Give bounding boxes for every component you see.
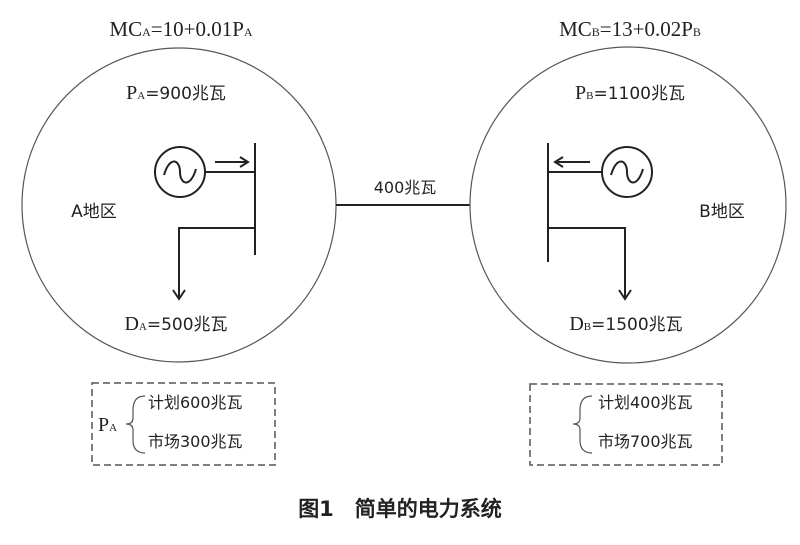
region-b: MCB=13+0.02PB PB=1100兆瓦 B地区 DB=1500兆瓦	[469, 17, 787, 364]
generator-b-icon	[601, 146, 653, 198]
region-a-name: A地区	[71, 202, 117, 222]
pa-split-label: PA	[98, 414, 117, 436]
split-box-b: 计划400兆瓦 市场700兆瓦	[529, 383, 723, 466]
split-box-a: PA 计划600兆瓦 市场300兆瓦	[91, 382, 276, 466]
arrow-down-icon	[618, 289, 632, 301]
mc-b-formula: MCB=13+0.02PB	[559, 17, 701, 41]
brace-icon	[572, 395, 593, 454]
arrow-right-icon	[215, 156, 250, 168]
figure-caption: 图1 简单的电力系统	[298, 497, 502, 521]
plan-a: 计划600兆瓦	[148, 393, 243, 412]
market-a: 市场300兆瓦	[148, 432, 243, 451]
region-b-circle	[469, 46, 787, 364]
region-a: MCA=10+0.01PA PA=900兆瓦 A地区 DA=500兆瓦	[21, 17, 337, 363]
generator-a-icon	[154, 146, 206, 198]
arrow-down-icon	[172, 289, 186, 301]
pa-label: PA=900兆瓦	[126, 82, 226, 104]
da-label: DA=500兆瓦	[124, 313, 227, 335]
market-b: 市场700兆瓦	[598, 432, 693, 451]
mc-a-formula: MCA=10+0.01PA	[109, 17, 252, 41]
load-b-line	[548, 227, 626, 298]
arrow-left-icon	[553, 156, 590, 168]
tie-line-label: 400兆瓦	[374, 178, 437, 197]
db-label: DB=1500兆瓦	[569, 313, 682, 335]
region-b-name: B地区	[699, 202, 745, 222]
load-a-line	[178, 227, 255, 298]
brace-icon	[125, 395, 146, 454]
pb-label: PB=1100兆瓦	[575, 82, 685, 104]
plan-b: 计划400兆瓦	[598, 393, 693, 412]
